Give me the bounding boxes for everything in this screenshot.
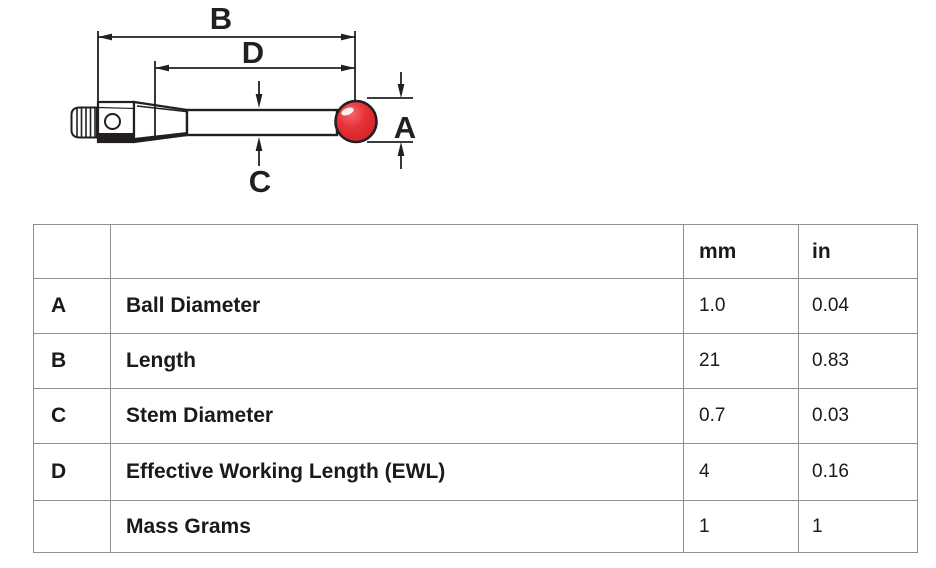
row-in-value: 0.04 — [799, 279, 918, 334]
row-letter: C — [34, 389, 111, 444]
dim-d-arrow-left — [155, 64, 169, 72]
row-in-value: 0.16 — [799, 444, 918, 501]
row-description: Effective Working Length (EWL) — [111, 444, 684, 501]
row-description: Length — [111, 334, 684, 389]
row-description: Stem Diameter — [111, 389, 684, 444]
header-letter — [34, 225, 111, 279]
dim-d-group — [154, 61, 355, 137]
spec-table: mm in A Ball Diameter 1.0 0.04 B Length … — [33, 224, 918, 553]
row-description: Mass Grams — [111, 501, 684, 553]
header-description — [111, 225, 684, 279]
dim-b-group — [97, 31, 356, 101]
stylus-diagram: B D A C — [0, 0, 936, 215]
dim-d-arrow-right — [341, 64, 355, 72]
row-letter: A — [34, 279, 111, 334]
header-mm: mm — [684, 225, 799, 279]
stylus-diagram-svg: B D A C — [70, 1, 416, 199]
dim-b-arrow-left — [98, 33, 112, 41]
dim-c-arrow-bottom — [255, 137, 263, 151]
row-letter: B — [34, 334, 111, 389]
dim-a-arrow-top — [397, 84, 405, 98]
dim-label-b: B — [210, 1, 232, 36]
dim-b-arrow-right — [341, 33, 355, 41]
row-mm-value: 1 — [684, 501, 799, 553]
row-letter: D — [34, 444, 111, 501]
header-in: in — [799, 225, 918, 279]
row-mm-value: 21 — [684, 334, 799, 389]
dim-label-d: D — [242, 35, 264, 70]
dim-a-arrow-bottom — [397, 142, 405, 156]
row-mm-value: 1.0 — [684, 279, 799, 334]
row-letter — [34, 501, 111, 553]
row-mm-value: 4 — [684, 444, 799, 501]
row-description: Ball Diameter — [111, 279, 684, 334]
thread-section — [70, 106, 98, 139]
stylus-stem — [185, 108, 339, 137]
row-in-value: 0.03 — [799, 389, 918, 444]
stylus-ball — [334, 99, 378, 144]
ball-highlight — [341, 107, 354, 116]
body-hole — [104, 113, 121, 130]
stylus-body — [96, 100, 136, 144]
dim-a-group — [367, 72, 413, 169]
taper-section — [132, 100, 189, 144]
row-in-value: 0.83 — [799, 334, 918, 389]
dim-c-arrow-top — [255, 94, 263, 108]
row-in-value: 1 — [799, 501, 918, 553]
dim-label-c: C — [249, 164, 271, 199]
row-mm-value: 0.7 — [684, 389, 799, 444]
dim-label-a: A — [394, 110, 416, 145]
